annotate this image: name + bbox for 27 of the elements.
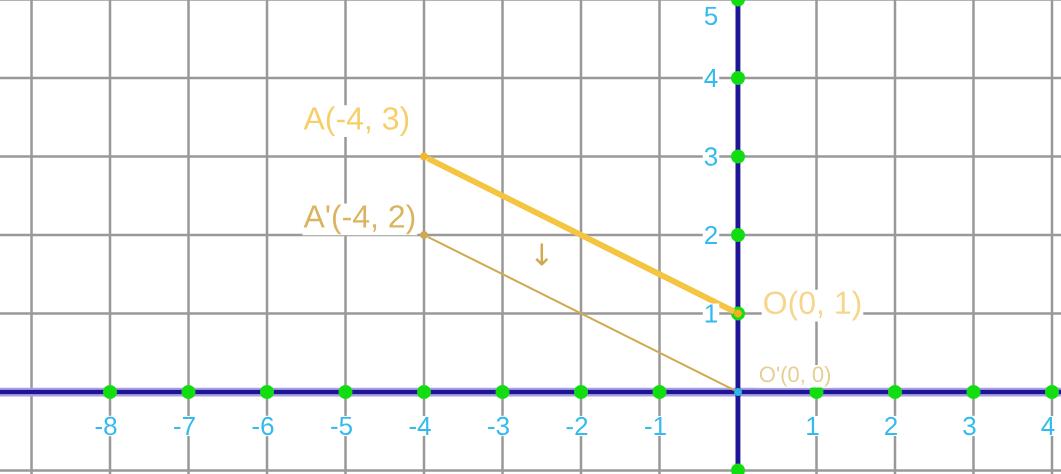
point-label: O(0, 1) xyxy=(761,289,864,322)
tick-label: -5 xyxy=(328,415,355,437)
point xyxy=(420,231,428,239)
tick-label: -3 xyxy=(485,415,512,437)
tick-label: 1 xyxy=(804,416,821,436)
tick-label: 1 xyxy=(702,303,720,324)
tick-label: -1 xyxy=(642,416,669,436)
tick-label: 5 xyxy=(702,5,720,27)
point-label: A'(-4, 2) xyxy=(302,203,418,236)
tick-label: -4 xyxy=(407,416,433,436)
point xyxy=(734,388,742,396)
point xyxy=(420,152,428,161)
tick-label: 3 xyxy=(961,415,978,437)
tick-label: 4 xyxy=(702,68,720,88)
point-label: A(-4, 3) xyxy=(302,105,412,138)
tick-label: -6 xyxy=(250,415,276,437)
tick-label: -8 xyxy=(93,415,119,437)
direction-arrow: ↓ xyxy=(535,243,549,266)
tick-label: 3 xyxy=(702,146,720,167)
point-label: O'(0, 0) xyxy=(757,365,833,388)
line-segment xyxy=(426,235,736,392)
tick-label: 2 xyxy=(702,224,720,246)
tick-label: 4 xyxy=(1039,416,1057,436)
tick-label: -2 xyxy=(564,415,590,437)
tick-label: 2 xyxy=(882,415,900,437)
line-segment xyxy=(426,155,736,315)
tick-label: -7 xyxy=(171,416,198,436)
